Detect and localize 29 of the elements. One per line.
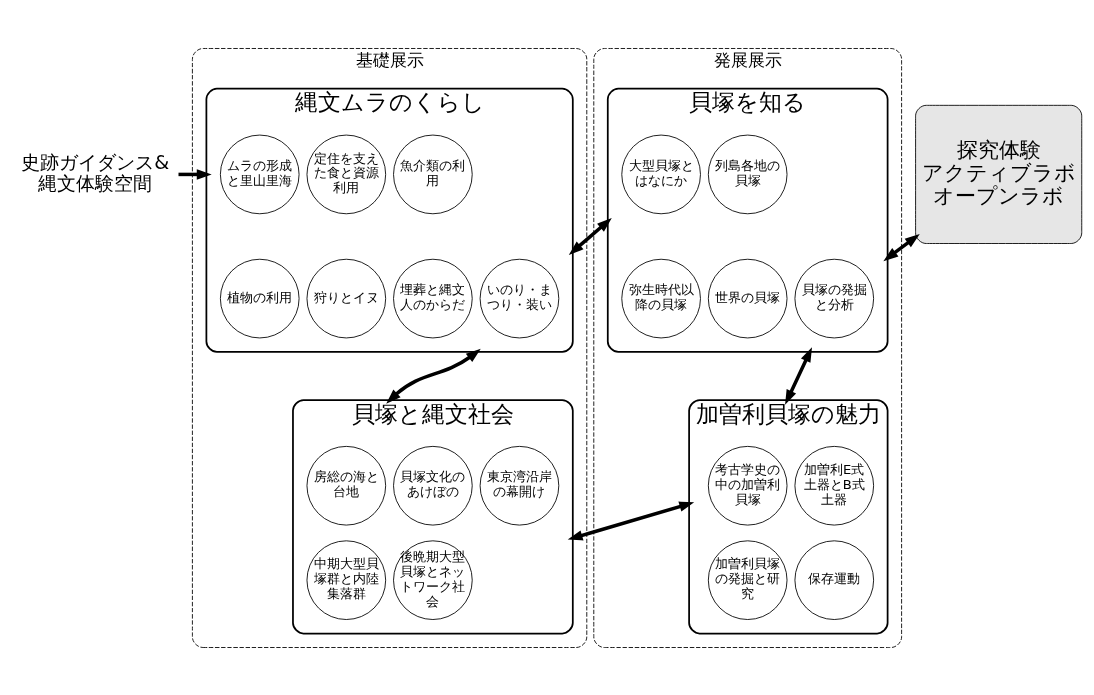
- node-circle: 房総の海と台地: [306, 445, 387, 525]
- node-circle: 弥生時代以降の貝塚: [621, 258, 701, 338]
- node-circle: 世界の貝塚: [707, 258, 788, 338]
- node-circle: 保存運動: [794, 539, 875, 620]
- node-circle: 東京湾沿岸の幕開け: [479, 445, 560, 525]
- arrow: [568, 217, 612, 255]
- node-circle: 定住を支えた食と資源利用: [306, 134, 387, 214]
- node-circle: 埋葬と縄文人のからだ: [393, 258, 473, 338]
- node-circle: 狩りとイヌ: [306, 258, 387, 338]
- node-circle: 考古学史の中の加曽利貝塚: [707, 445, 788, 525]
- node-circle: 貝塚文化のあけぼの: [393, 445, 473, 525]
- node-circle: ムラの形成と里山里海: [219, 134, 300, 214]
- node-circle: 魚介類の利用: [393, 134, 473, 214]
- arrow: [386, 348, 481, 404]
- node-circle: 貝塚の発掘と分析: [794, 258, 875, 338]
- node-box: 探究体験 アクティブラボ オープンラボ: [915, 104, 1083, 244]
- arrow: [883, 233, 920, 261]
- node-circle: 加曽利貝塚の発掘と研究: [707, 539, 788, 620]
- arrow: [567, 501, 695, 540]
- node-circle: いのり・まつり・装い: [479, 258, 560, 338]
- arrow: [178, 168, 212, 180]
- node-circle: 大型貝塚とはなにか: [621, 134, 701, 214]
- node-circle: 中期大型貝塚群と内陸集落群: [306, 539, 387, 620]
- node-text: 史跡ガイダンス&縄文体験空間: [21, 150, 170, 195]
- node-circle: 植物の利用: [219, 258, 300, 338]
- arrow: [785, 346, 812, 405]
- node-circle: 列島各地の貝塚: [707, 134, 788, 214]
- node-circle: 加曽利E式土器とB式土器: [794, 445, 875, 525]
- node-circle: 後晩期大型貝塚とネットワーク社会: [393, 539, 473, 620]
